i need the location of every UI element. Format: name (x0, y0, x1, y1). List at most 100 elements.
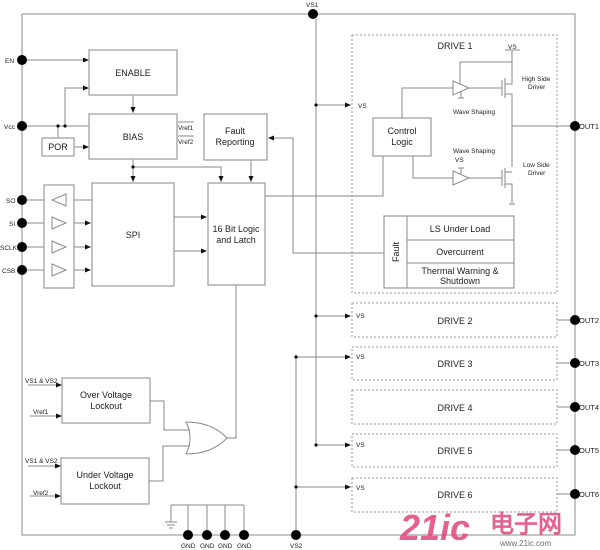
chip-outline (21, 13, 576, 536)
fault-ls-under-load: LS Under Load (430, 224, 491, 234)
logic-latch-label: and Latch (216, 235, 256, 245)
high-side-label: Driver (528, 84, 546, 91)
vs-rails (295, 19, 570, 530)
pin-label-vs1: VS1 (306, 2, 319, 9)
uvl-input-label: Vref2 (33, 490, 49, 497)
enable-block (88, 49, 178, 96)
pin-label-out6: OUT6 (579, 490, 599, 499)
drive6-block (351, 477, 558, 513)
drive1-title: DRIVE 1 (437, 41, 472, 51)
pin-label-out2: OUT2 (579, 316, 599, 325)
pin-label-sclk: SCLK (0, 245, 18, 252)
ovl-label: Lockout (90, 401, 122, 411)
svg-text:电子网: 电子网 (490, 511, 562, 538)
pin-vs2 (291, 530, 301, 540)
pin-vcc (17, 121, 27, 131)
pin-label-out4: OUT4 (579, 403, 599, 412)
pin-label-out3: OUT3 (579, 359, 599, 368)
ovl-label: Over Voltage (80, 390, 132, 400)
drive5-block (351, 433, 558, 468)
pin-en (17, 55, 27, 65)
drive3-block (351, 346, 558, 381)
pin-vs1 (308, 9, 318, 19)
fault-thermal: Shutdown (440, 276, 480, 286)
pin-label-gnd: GND (200, 543, 215, 550)
fault-reporting-label: Reporting (215, 137, 254, 147)
pin-gnd (220, 530, 230, 540)
drive3-title: DRIVE 3 (437, 359, 472, 369)
pin-sclk (17, 242, 27, 252)
pin-label-vs2: VS2 (290, 543, 303, 550)
drive-vs-label: VS (356, 313, 365, 320)
drive4-block (351, 389, 558, 425)
pin-gnd (183, 530, 193, 540)
io-buffer-block (43, 184, 75, 289)
drive-vs-label: VS (356, 485, 365, 492)
pin-label-so: SO (6, 198, 15, 205)
drive-vs-label: VS (356, 442, 365, 449)
pin-gnd (239, 530, 249, 540)
fault-table (383, 215, 515, 289)
spi-label: SPI (126, 230, 141, 240)
uvl-input-label: VS1 & VS2 (25, 458, 58, 465)
vref2-label: Vref2 (178, 139, 194, 146)
drive-vs-label: VS (356, 354, 365, 361)
bias-block (88, 113, 178, 160)
fault-reporting-block (203, 113, 268, 161)
control-logic-label: Control (387, 126, 416, 136)
uvl-label: Lockout (89, 481, 121, 491)
uvl-label: Under Voltage (76, 470, 133, 480)
fault-overcurrent: Overcurrent (436, 247, 484, 257)
pin-label-out1: OUT1 (579, 122, 599, 131)
spi-block (91, 182, 175, 287)
under-voltage-lockout-block (60, 457, 150, 505)
pin-label-gnd: GND (218, 543, 233, 550)
drive5-title: DRIVE 5 (437, 446, 472, 456)
logic-latch-block (207, 182, 266, 286)
drive6-title: DRIVE 6 (437, 490, 472, 500)
drive4-title: DRIVE 4 (437, 403, 472, 413)
drive1-block (351, 34, 558, 294)
drive2-block (351, 302, 558, 338)
por-block (41, 137, 75, 157)
buffer-si-icon (51, 216, 68, 230)
pin-label-out5: OUT5 (579, 446, 599, 455)
pin-label-vcc: Vcc (4, 124, 16, 131)
pin-si (17, 218, 27, 228)
low-side-label: Low Side (523, 162, 550, 169)
wave-shaping-label: Wave Shaping (453, 148, 495, 155)
fault-reporting-label: Fault (225, 126, 246, 136)
pin-label-gnd: GND (237, 543, 252, 550)
buffer-sclk-icon (51, 240, 68, 254)
fault-thermal: Thermal Warning & (421, 266, 498, 276)
fault-label: Fault (391, 242, 401, 263)
pin-label-csb: CSB (2, 268, 15, 275)
hs-vs-label: VS (508, 44, 517, 51)
ovl-input-label: VS1 & VS2 (25, 378, 58, 385)
watermark-logo: 21ic 电子网 www.21ic.com (399, 507, 562, 548)
high-side-label: High Side (522, 76, 551, 83)
pin-so (17, 195, 27, 205)
ls-vs-label: VS (455, 157, 464, 164)
pin-gnd (202, 530, 212, 540)
wave-shaping-label: Wave Shaping (453, 109, 495, 116)
low-side-label: Driver (528, 170, 546, 177)
control-logic-label: Logic (391, 137, 413, 147)
buffer-csb-icon (51, 263, 68, 277)
ovl-input-label: Vref1 (33, 409, 49, 416)
or-gate-icon (185, 421, 228, 455)
buffer-so-icon (50, 193, 67, 207)
bias-label: BIAS (123, 132, 144, 142)
vref1-label: Vref1 (178, 125, 194, 132)
drive1-vs-label: VS (358, 103, 367, 110)
por-label: POR (48, 142, 68, 152)
svg-text:21ic: 21ic (399, 507, 470, 548)
drive2-title: DRIVE 2 (437, 316, 472, 326)
pin-label-en: EN (5, 58, 14, 65)
pin-csb (17, 265, 27, 275)
pin-label-gnd: GND (181, 543, 196, 550)
svg-text:www.21ic.com: www.21ic.com (499, 539, 551, 548)
drive1-wiring (401, 49, 570, 205)
pin-label-si: SI (9, 221, 15, 228)
